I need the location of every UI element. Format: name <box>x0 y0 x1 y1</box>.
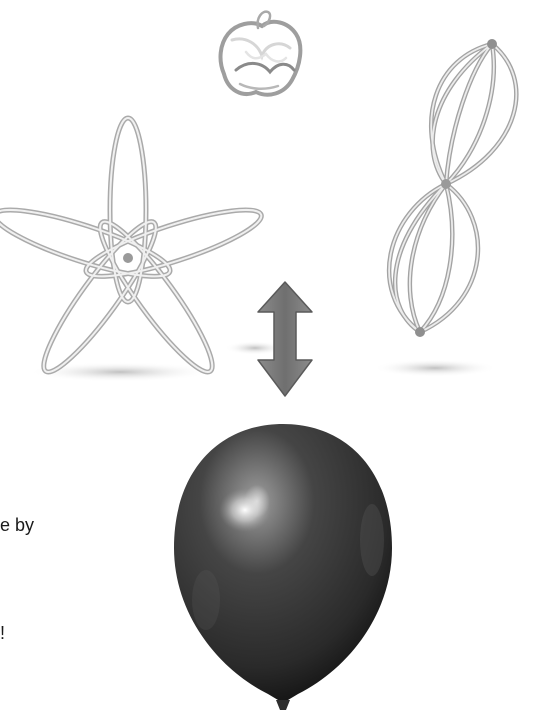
text-fragment-2: ! <box>0 623 5 643</box>
star-ribbon <box>0 118 267 382</box>
double-headed-vertical-arrow-icon <box>258 282 312 396</box>
shadow-right <box>373 359 497 377</box>
crumpled-ribbon <box>221 12 301 95</box>
text-fragment-1: e by <box>0 515 34 535</box>
figure-eight-ribbon <box>389 39 516 337</box>
balloon-icon <box>174 424 392 710</box>
